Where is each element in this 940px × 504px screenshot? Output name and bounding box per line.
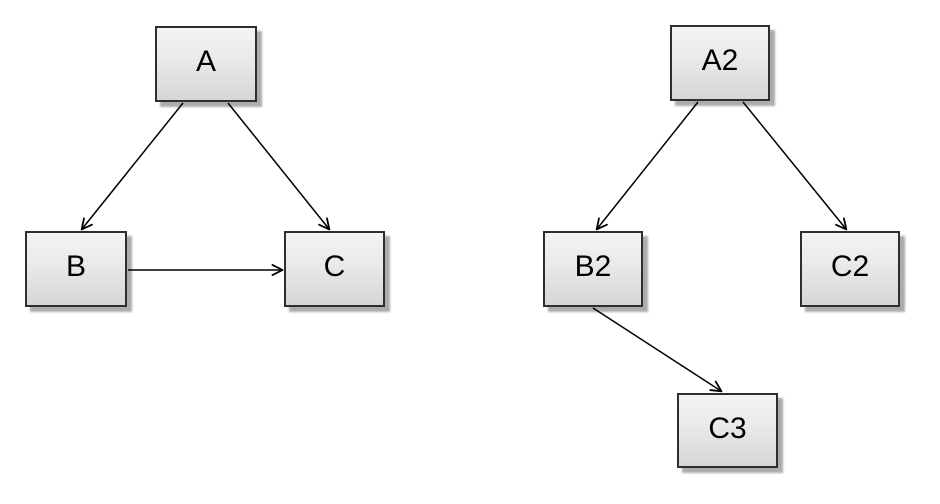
- node-label: B2: [574, 250, 612, 283]
- node-A[interactable]: A: [155, 26, 257, 102]
- edge-group: [80, 101, 848, 393]
- node-C[interactable]: C: [284, 231, 385, 307]
- node-label: C: [323, 250, 346, 283]
- node-C3[interactable]: C3: [677, 393, 778, 468]
- edge-A2-C2[interactable]: [742, 101, 848, 231]
- edge-A-C[interactable]: [227, 102, 331, 231]
- node-label: B: [65, 250, 86, 283]
- node-A2[interactable]: A2: [670, 25, 770, 101]
- node-label: C3: [708, 411, 747, 445]
- node-label: A: [195, 45, 216, 78]
- node-label: C2: [830, 250, 870, 283]
- node-B[interactable]: B: [25, 231, 127, 307]
- edge-B2-C3[interactable]: [592, 307, 723, 393]
- node-C2[interactable]: C2: [800, 231, 900, 307]
- node-label: A2: [701, 44, 739, 77]
- node-B2[interactable]: B2: [543, 231, 643, 307]
- edge-A-B[interactable]: [80, 102, 184, 231]
- edge-A2-B2[interactable]: [595, 101, 699, 231]
